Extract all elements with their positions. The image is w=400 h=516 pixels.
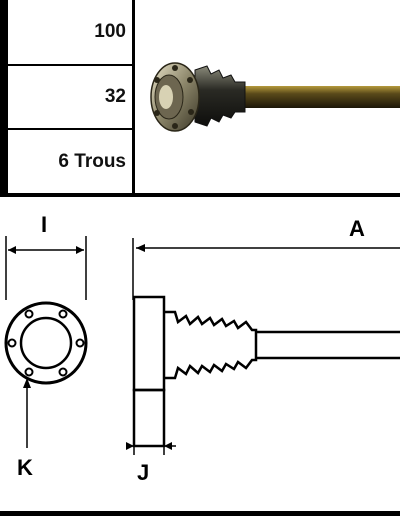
dim-label-i: I: [41, 212, 48, 237]
table-column-divider: [132, 0, 135, 193]
spec-value-row-2: 32: [8, 66, 132, 130]
flange-side-profile: [132, 295, 166, 392]
page-bottom-border: [0, 511, 400, 516]
dim-label-j: J: [137, 460, 150, 485]
table-bottom-border: [0, 193, 400, 197]
table-left-border: [0, 0, 8, 193]
drive-shaft-photo: [150, 62, 400, 132]
technical-drawing: [4, 236, 400, 455]
dim-label-k: K: [17, 455, 33, 480]
spec-value-row-1: 100: [8, 0, 132, 66]
boot-profile: [164, 310, 258, 380]
flange-inner-circle: [19, 316, 73, 370]
dim-label-a: A: [349, 216, 365, 241]
spec-table: 100 32 6 Trous: [0, 0, 400, 193]
flange-outer-circle: [4, 301, 88, 385]
spec-value-row-3: 6 Trous: [58, 150, 126, 172]
